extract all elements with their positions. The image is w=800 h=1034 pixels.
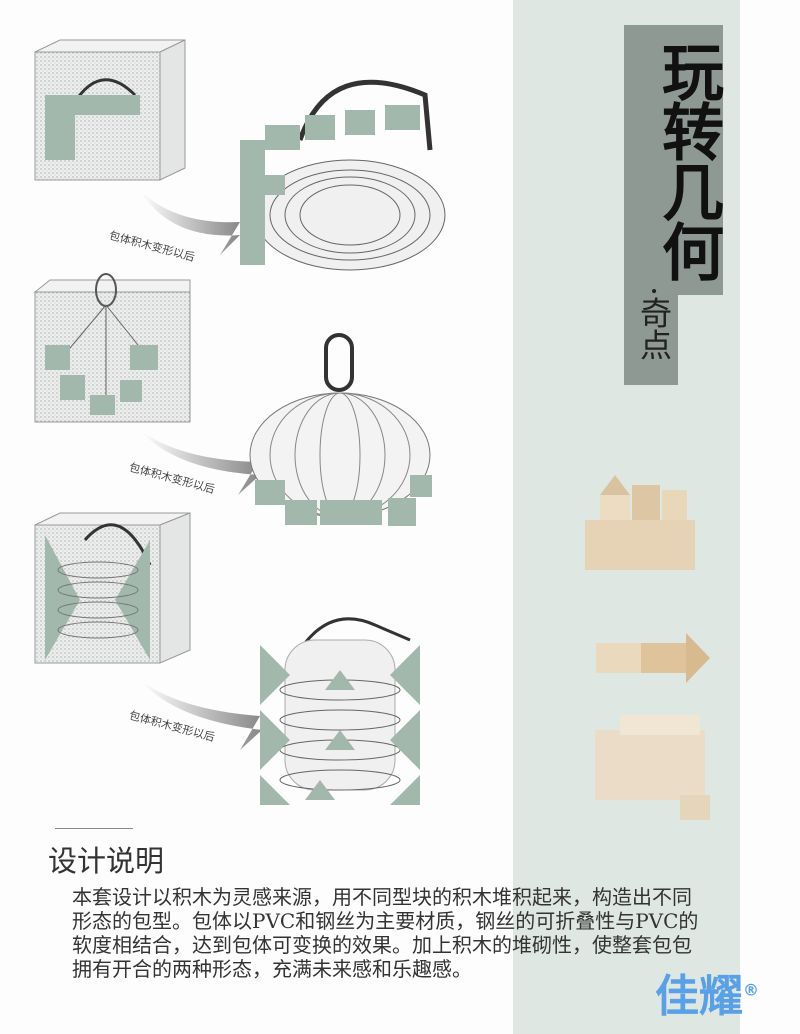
description-line: 软度相结合，达到包体可变换的效果。加上积木的堆砌性，使整套包包 — [72, 933, 692, 957]
cube-2 — [33, 273, 191, 423]
brand-logo: 佳耀® — [655, 971, 759, 1022]
poster-title: 玩转几何 — [651, 40, 724, 280]
bag-3 — [260, 617, 420, 805]
bag-2 — [249, 333, 432, 526]
section-heading: 设计说明 — [48, 844, 165, 878]
title-box-lower — [624, 294, 678, 385]
description-line: 拥有开合的两种形态，充满未来感和乐趣感。 — [72, 957, 472, 981]
cube-1 — [34, 39, 186, 181]
wood-arrow-image — [596, 633, 710, 683]
heading-rule — [55, 828, 133, 829]
arrow-1 — [140, 190, 240, 255]
arrow-3 — [140, 680, 262, 750]
poster-subtitle: ·奇点 — [635, 286, 673, 361]
description: 本套设计以积木为灵感来源，用不同型块的积木堆积起来，构造出不同 形态的包型。包体… — [72, 885, 712, 981]
description-line: 本套设计以积木为灵感来源，用不同型块的积木堆积起来，构造出不同 — [72, 885, 692, 909]
wood-cubes-image — [595, 715, 710, 820]
title-box — [624, 25, 723, 295]
description-line: 形态的包型。包体以PVC和钢丝为主要材质，钢丝的可折叠性与PVC的 — [72, 909, 699, 933]
bag-1 — [240, 79, 446, 271]
cube-3 — [34, 512, 191, 664]
wood-castle-image — [585, 475, 695, 570]
arrow-2 — [140, 430, 260, 495]
